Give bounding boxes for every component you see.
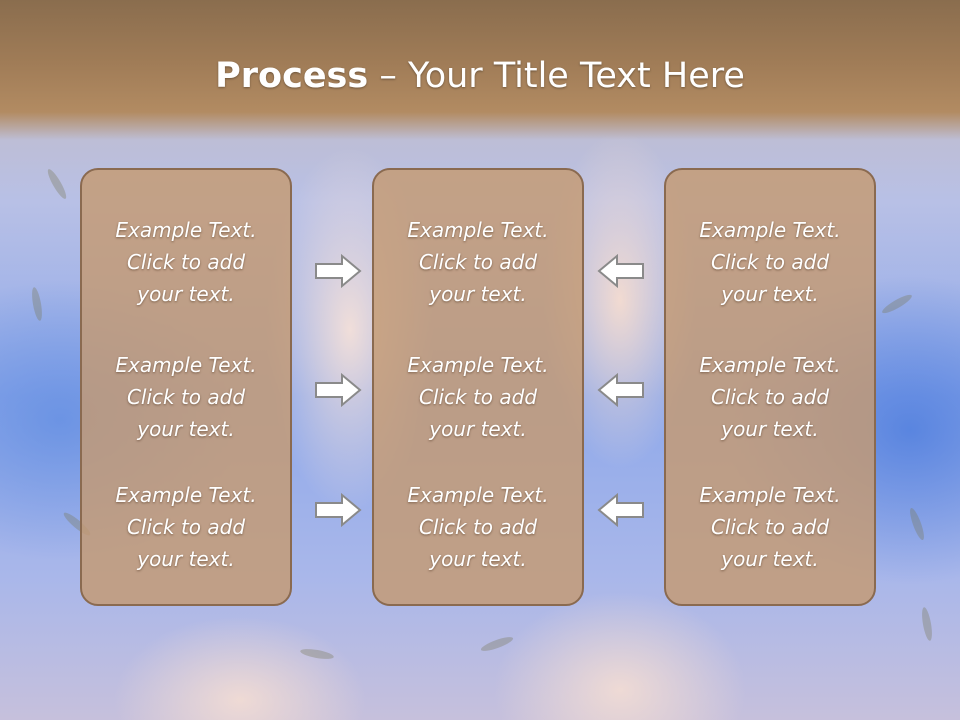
text-line: your text. — [429, 417, 527, 441]
text-box-right[interactable]: Example Text. Click to add your text. Ex… — [664, 168, 876, 606]
text-line: Click to add — [126, 385, 246, 409]
text-block[interactable]: Example Text. Click to add your text. — [666, 214, 874, 310]
text-line: Example Text. — [699, 218, 841, 242]
text-line: your text. — [721, 282, 819, 306]
fish-shape — [920, 606, 934, 642]
text-line: your text. — [721, 547, 819, 571]
title-rest: Your Title Text Here — [407, 56, 745, 96]
text-block[interactable]: Example Text. Click to add your text. — [82, 214, 290, 310]
text-line: your text. — [137, 417, 235, 441]
text-box-left[interactable]: Example Text. Click to add your text. Ex… — [80, 168, 292, 606]
slide-title[interactable]: Process – Your Title Text Here — [0, 52, 960, 100]
text-box-center[interactable]: Example Text. Click to add your text. Ex… — [372, 168, 584, 606]
fish-shape — [907, 506, 927, 542]
right-arrow-icon — [315, 493, 362, 527]
text-line: Click to add — [418, 385, 538, 409]
text-line: Example Text. — [699, 353, 841, 377]
text-line: your text. — [137, 282, 235, 306]
text-block[interactable]: Example Text. Click to add your text. — [82, 479, 290, 575]
fish-shape — [299, 647, 335, 661]
text-line: Example Text. — [407, 218, 549, 242]
title-separator: – — [368, 56, 408, 96]
text-block[interactable]: Example Text. Click to add your text. — [374, 349, 582, 445]
text-line: Example Text. — [407, 353, 549, 377]
fish-shape — [30, 286, 44, 322]
text-block[interactable]: Example Text. Click to add your text. — [374, 479, 582, 575]
title-bar — [0, 0, 960, 140]
fish-shape — [479, 634, 515, 654]
text-line: Click to add — [710, 515, 830, 539]
text-line: Click to add — [418, 250, 538, 274]
text-line: Example Text. — [115, 353, 257, 377]
left-arrow-icon — [597, 493, 644, 527]
text-block[interactable]: Example Text. Click to add your text. — [82, 349, 290, 445]
text-block[interactable]: Example Text. Click to add your text. — [374, 214, 582, 310]
right-arrow-icon — [315, 254, 362, 288]
left-arrow-icon — [597, 373, 644, 407]
text-line: Example Text. — [115, 218, 257, 242]
title-bold: Process — [215, 56, 369, 96]
text-line: your text. — [429, 547, 527, 571]
fish-shape — [45, 167, 69, 201]
text-line: Click to add — [418, 515, 538, 539]
text-line: your text. — [429, 282, 527, 306]
text-block[interactable]: Example Text. Click to add your text. — [666, 479, 874, 575]
text-line: your text. — [721, 417, 819, 441]
text-line: Click to add — [126, 515, 246, 539]
left-arrow-icon — [597, 254, 644, 288]
text-block[interactable]: Example Text. Click to add your text. — [666, 349, 874, 445]
text-line: Click to add — [126, 250, 246, 274]
text-line: Example Text. — [407, 483, 549, 507]
right-arrow-icon — [315, 373, 362, 407]
text-line: your text. — [137, 547, 235, 571]
text-line: Click to add — [710, 385, 830, 409]
fish-shape — [880, 292, 914, 316]
text-line: Example Text. — [699, 483, 841, 507]
text-line: Click to add — [710, 250, 830, 274]
text-line: Example Text. — [115, 483, 257, 507]
